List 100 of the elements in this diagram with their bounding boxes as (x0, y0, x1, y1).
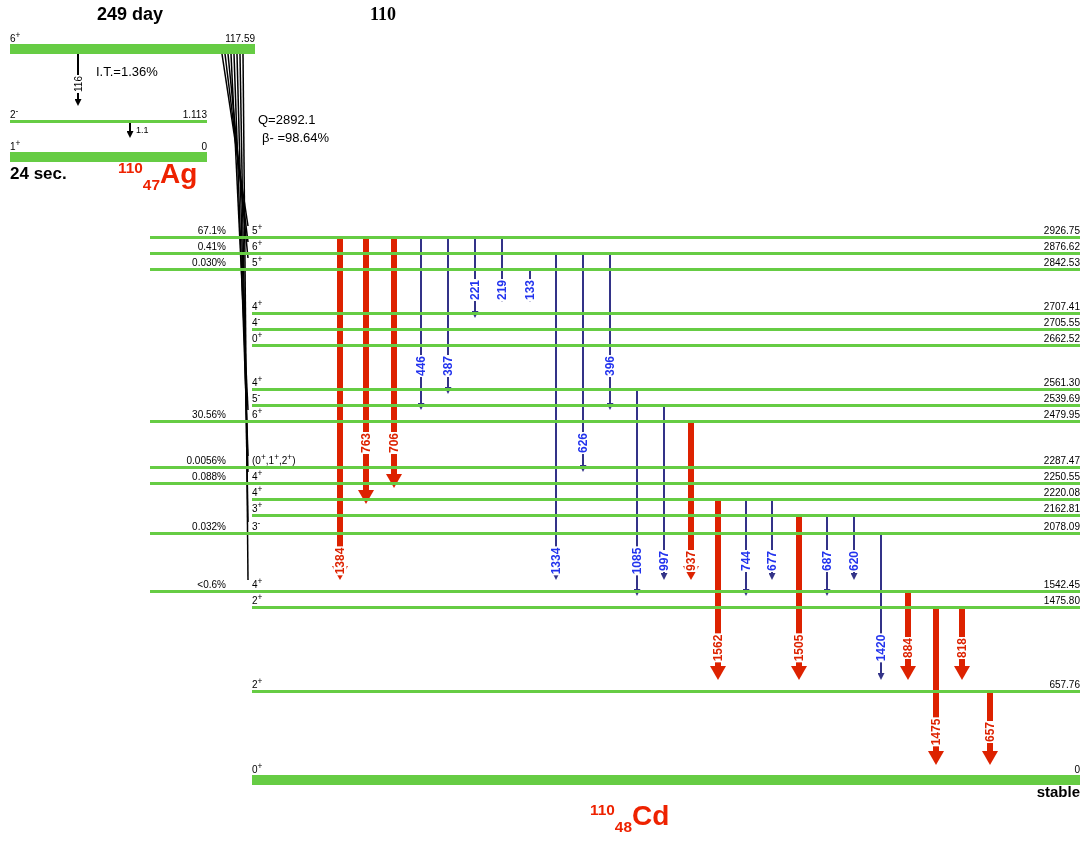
spin-label: 2$^{-}$ (10, 110, 19, 120)
edge-label: 1.1 (136, 125, 149, 135)
decay-line (221, 53, 249, 227)
branching-ratio: 0.0056% (185, 456, 226, 466)
edge-label: 396 (603, 355, 617, 377)
spin-label: 5$^{+}$ (252, 258, 263, 268)
energy-level (252, 394, 1080, 407)
decay-line (233, 53, 249, 457)
energy-label: 2078.09 (1043, 522, 1080, 532)
branching-ratio: 0.030% (191, 258, 226, 268)
transition-arrow (386, 239, 402, 488)
energy-label: 1542.45 (1043, 580, 1080, 590)
spin-label: 3$^{+}$ (252, 504, 263, 514)
energy-level (150, 522, 1080, 535)
energy-level (10, 138, 207, 162)
energy-label: 2250.55 (1043, 472, 1080, 482)
transition-arrow (126, 122, 134, 138)
energy-label: 1.113 (182, 110, 207, 120)
edge-label: 1505 (792, 633, 806, 663)
energy-label: 2479.95 (1043, 410, 1080, 420)
transition-arrow (471, 238, 479, 318)
transition-arrow (358, 239, 374, 504)
energy-level (252, 302, 1080, 315)
level-note: stable (1035, 783, 1080, 800)
decay-note: I.T.=1.36% (96, 64, 158, 79)
branching-ratio: 0.41% (196, 242, 226, 252)
edge-label: 219 (495, 279, 509, 301)
spin-label: 6$^{+}$ (252, 242, 263, 252)
energy-label: 2926.75 (1043, 226, 1080, 236)
spin-label: 0$^{+}$ (252, 334, 263, 344)
energy-level (150, 258, 1080, 271)
transition-arrow (444, 238, 452, 394)
spin-label: 4$^{+}$ (252, 378, 263, 388)
transition-arrow (332, 239, 348, 580)
energy-level (10, 30, 255, 54)
edge-label: 884 (901, 637, 915, 659)
edge-label: 997 (657, 550, 671, 572)
decay-line (227, 53, 249, 259)
edge-label: 1562 (711, 633, 725, 663)
branching-ratio: 0.032% (191, 522, 226, 532)
edge-label: 116 (71, 75, 85, 93)
energy-level (252, 765, 1080, 785)
spin-label: 3$^{-}$ (252, 522, 261, 532)
decay-line (242, 53, 249, 581)
energy-label: 2539.69 (1043, 394, 1080, 404)
energy-label: 2287.47 (1043, 456, 1080, 466)
energy-level (252, 318, 1080, 331)
edge-label: 1384 (333, 546, 347, 576)
energy-label: 2220.08 (1043, 488, 1080, 498)
transition-arrow (982, 693, 998, 765)
energy-level (150, 410, 1080, 423)
branching-ratio: 30.56% (191, 410, 226, 420)
spin-label: (0$^{+}$,1$^{+}$,2$^{+}$) (252, 456, 296, 466)
edge-label: 620 (847, 550, 861, 572)
transition-arrow (660, 406, 668, 580)
energy-label: 2561.30 (1043, 378, 1080, 388)
edge-label: 1420 (874, 633, 888, 663)
edge-label: 677 (765, 550, 779, 572)
energy-label: 2662.52 (1043, 334, 1080, 344)
decay-line (230, 53, 249, 411)
edge-label: 687 (820, 550, 834, 572)
branching-ratio: 0.088% (191, 472, 226, 482)
transition-arrow (683, 423, 699, 580)
energy-level (150, 456, 1080, 469)
energy-label: 2705.55 (1043, 318, 1080, 328)
spin-label: 4$^{-}$ (252, 318, 261, 328)
spin-label: 5$^{-}$ (252, 394, 261, 404)
spin-label: 2$^{+}$ (252, 596, 263, 606)
energy-label: 2842.53 (1043, 258, 1080, 268)
decay-line (239, 53, 249, 523)
decay-line (224, 53, 249, 243)
edge-label: 133 (523, 279, 537, 301)
edge-label: 446 (414, 355, 428, 377)
decay-note: Q=2892.1 (258, 112, 316, 127)
transition-arrow (579, 254, 587, 472)
edge-label: 818 (955, 637, 969, 659)
decay-note: β- =98.64% (262, 130, 330, 145)
edge-label: 1334 (549, 546, 563, 576)
energy-label: 2162.81 (1043, 504, 1080, 514)
energy-level (150, 226, 1080, 239)
spin-label: 4$^{+}$ (252, 302, 263, 312)
level-note: 249 day (95, 4, 165, 25)
energy-level (150, 242, 1080, 255)
spin-label: 1$^{+}$ (10, 142, 21, 152)
energy-label: 1475.80 (1043, 596, 1080, 606)
spin-label: 4$^{+}$ (252, 472, 263, 482)
branching-ratio: 67.1% (196, 226, 226, 236)
edge-label: 937 (684, 550, 698, 572)
energy-level (150, 580, 1080, 593)
level-note: 24 sec. (10, 164, 68, 184)
edge-label: 744 (739, 550, 753, 572)
edge-label: 1475 (929, 717, 943, 747)
spin-label: 6$^{+}$ (10, 34, 21, 44)
spin-label: 4$^{+}$ (252, 580, 263, 590)
energy-label: 657.76 (1049, 680, 1080, 690)
energy-level (252, 504, 1080, 517)
energy-level (252, 596, 1080, 609)
energy-label: 0 (201, 142, 207, 152)
spin-label: 5$^{+}$ (252, 226, 263, 236)
energy-label: 2876.62 (1043, 242, 1080, 252)
